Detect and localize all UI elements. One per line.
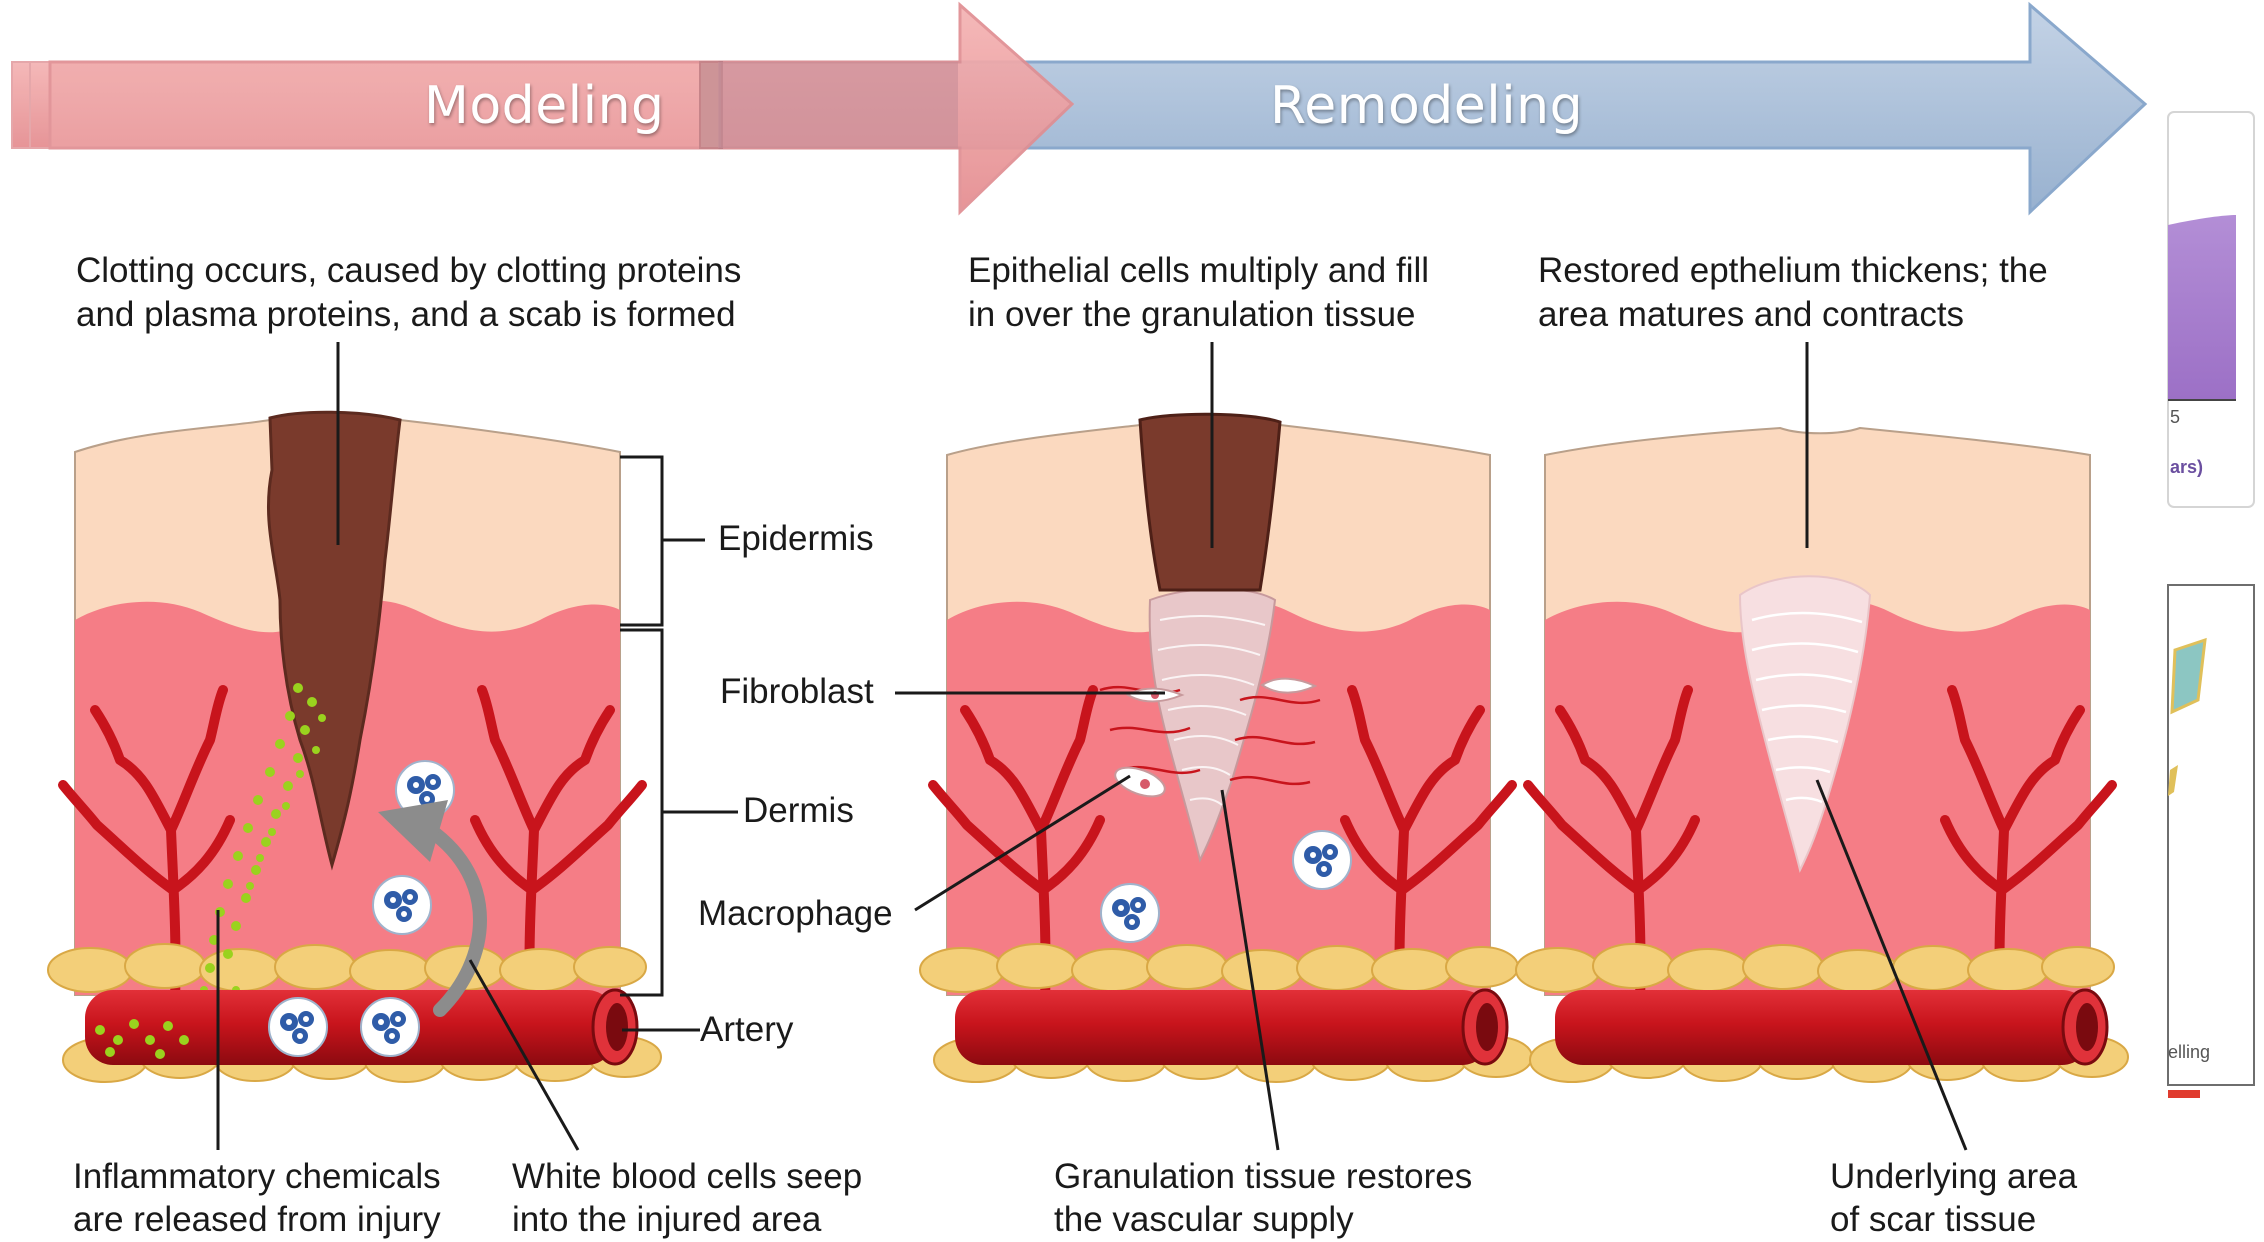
caption-inflammatory-line2: are released from injury [73, 1198, 441, 1242]
caption-inflammatory-line1: Inflammatory chemicals [73, 1155, 441, 1199]
caption-epithelial-line2: in over the granulation tissue [968, 293, 1416, 337]
caption-wbc-line1: White blood cells seep [512, 1155, 862, 1199]
side-diagram-fragment [2168, 585, 2254, 1098]
caption-scar-line1: Underlying area [1830, 1155, 2077, 1199]
caption-restored-line2: area matures and contracts [1538, 293, 1964, 337]
caption-wbc-line2: into the injured area [512, 1198, 821, 1242]
remodeling-title: Remodeling [1270, 76, 1583, 136]
caption-epithelial-line1: Epithelial cells multiply and fill [968, 249, 1429, 293]
white-blood-cell [269, 998, 327, 1056]
side-chart-tick: 5 [2170, 407, 2180, 428]
panel-remodeling [1516, 428, 2128, 1082]
label-fibroblast: Fibroblast [720, 670, 874, 714]
label-artery: Artery [700, 1008, 793, 1052]
label-dermis: Dermis [743, 789, 854, 833]
panel-injury [48, 412, 662, 1082]
side-chart-unit: ars) [2170, 457, 2203, 478]
caption-restored-line1: Restored epthelium thickens; the [1538, 249, 2048, 293]
modeling-title: Modeling [424, 76, 665, 136]
label-macrophage: Macrophage [698, 892, 893, 936]
panel-granulation [920, 414, 1532, 1082]
side-diagram-footer: elling [2168, 1042, 2210, 1063]
wound-scab [1140, 414, 1280, 590]
layer-bracket [620, 457, 662, 995]
caption-clotting-line1: Clotting occurs, caused by clotting prot… [76, 249, 741, 293]
label-epidermis: Epidermis [718, 517, 874, 561]
caption-scar-line2: of scar tissue [1830, 1198, 2036, 1242]
caption-granulation-line2: the vascular supply [1054, 1198, 1354, 1242]
caption-granulation-line1: Granulation tissue restores [1054, 1155, 1472, 1199]
caption-clotting-line2: and plasma proteins, and a scab is forme… [76, 293, 736, 337]
side-chart-fragment [2168, 112, 2254, 507]
